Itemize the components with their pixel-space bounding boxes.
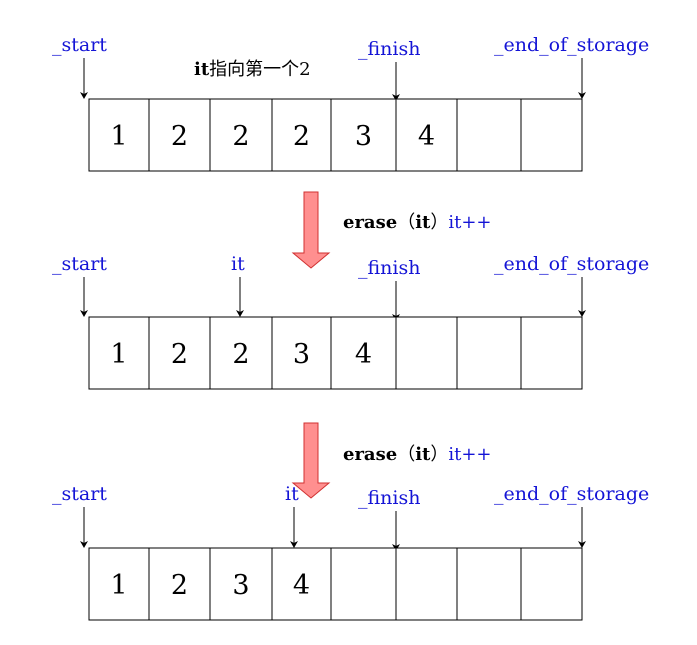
- cell-value: 3: [293, 339, 310, 370]
- cell: [209, 547, 273, 621]
- increment-text: it++: [448, 444, 491, 465]
- cell-value: 1: [110, 570, 127, 601]
- row-1-cells: 1 2 2 2 3 4: [88, 98, 583, 172]
- cell-value: 2: [232, 339, 249, 370]
- cell: [88, 547, 150, 621]
- cell: [456, 316, 522, 390]
- row-2-cells: 1 2 2 3 4: [88, 316, 583, 390]
- transition-1: erase（it）it++: [291, 191, 492, 269]
- label-start: _start: [52, 253, 107, 275]
- cell-value: 2: [232, 121, 249, 152]
- cell-value: 1: [110, 339, 127, 370]
- note-it: it: [194, 59, 210, 80]
- cell: [271, 547, 332, 621]
- cell: [148, 98, 211, 172]
- cell-value: 3: [232, 570, 249, 601]
- erase-caption-1: erase（it）it++: [343, 212, 492, 233]
- increment-text: it++: [448, 212, 491, 233]
- label-finish: _finish: [358, 257, 420, 279]
- cell: [271, 98, 332, 172]
- cell: [209, 98, 273, 172]
- paren-open: （: [397, 212, 415, 233]
- label-start: _start: [52, 34, 107, 56]
- cell: [148, 547, 211, 621]
- cell: [330, 98, 397, 172]
- row-1: _start _finish _end_of_storage it指向第一个2 …: [52, 34, 649, 172]
- cell: [456, 547, 522, 621]
- erase-caption-2: erase（it）it++: [343, 444, 492, 465]
- down-arrow-icon: [291, 191, 331, 269]
- down-arrow-icon: [291, 422, 331, 499]
- row-3: _start it _finish _end_of_storage 1 2 3 …: [52, 483, 649, 621]
- cell-value: 2: [293, 121, 310, 152]
- cell: [520, 547, 583, 621]
- erase-arg: it: [415, 444, 431, 465]
- label-end-of-storage: _end_of_storage: [494, 483, 649, 505]
- cell: [456, 98, 522, 172]
- erase-arg: it: [415, 212, 431, 233]
- label-it: it: [231, 253, 245, 275]
- note-it-points-first-2: it指向第一个2: [194, 59, 311, 80]
- cell: [88, 316, 150, 390]
- cell: [271, 316, 332, 390]
- cell: [395, 98, 458, 172]
- paren-open: （: [397, 444, 415, 465]
- cell-value: 3: [355, 121, 372, 152]
- paren-close: ）: [430, 212, 448, 233]
- erase-word: erase: [343, 212, 397, 233]
- cell-value: 2: [171, 121, 188, 152]
- cell: [330, 547, 397, 621]
- label-finish: _finish: [358, 487, 420, 509]
- cell: [395, 547, 458, 621]
- cell: [395, 316, 458, 390]
- row-3-cells: 1 2 3 4: [88, 547, 583, 621]
- erase-word: erase: [343, 444, 397, 465]
- cell-value: 2: [171, 339, 188, 370]
- row-2: _start it _finish _end_of_storage 1 2 2 …: [52, 253, 649, 390]
- transition-2: erase（it）it++: [291, 422, 492, 499]
- label-end-of-storage: _end_of_storage: [494, 34, 649, 56]
- label-it: it: [285, 483, 299, 505]
- cell: [209, 316, 273, 390]
- cell-value: 2: [171, 570, 188, 601]
- label-end-of-storage: _end_of_storage: [494, 253, 649, 275]
- label-start: _start: [52, 483, 107, 505]
- cell: [88, 98, 150, 172]
- cell: [520, 98, 583, 172]
- cell-value: 4: [355, 339, 372, 370]
- cell-value: 1: [110, 121, 127, 152]
- cell-value: 4: [293, 570, 310, 601]
- note-text: 指向第一个2: [209, 59, 310, 80]
- cell-value: 4: [418, 121, 435, 152]
- cell: [330, 316, 397, 390]
- label-finish: _finish: [358, 38, 420, 60]
- cell: [520, 316, 583, 390]
- paren-close: ）: [430, 444, 448, 465]
